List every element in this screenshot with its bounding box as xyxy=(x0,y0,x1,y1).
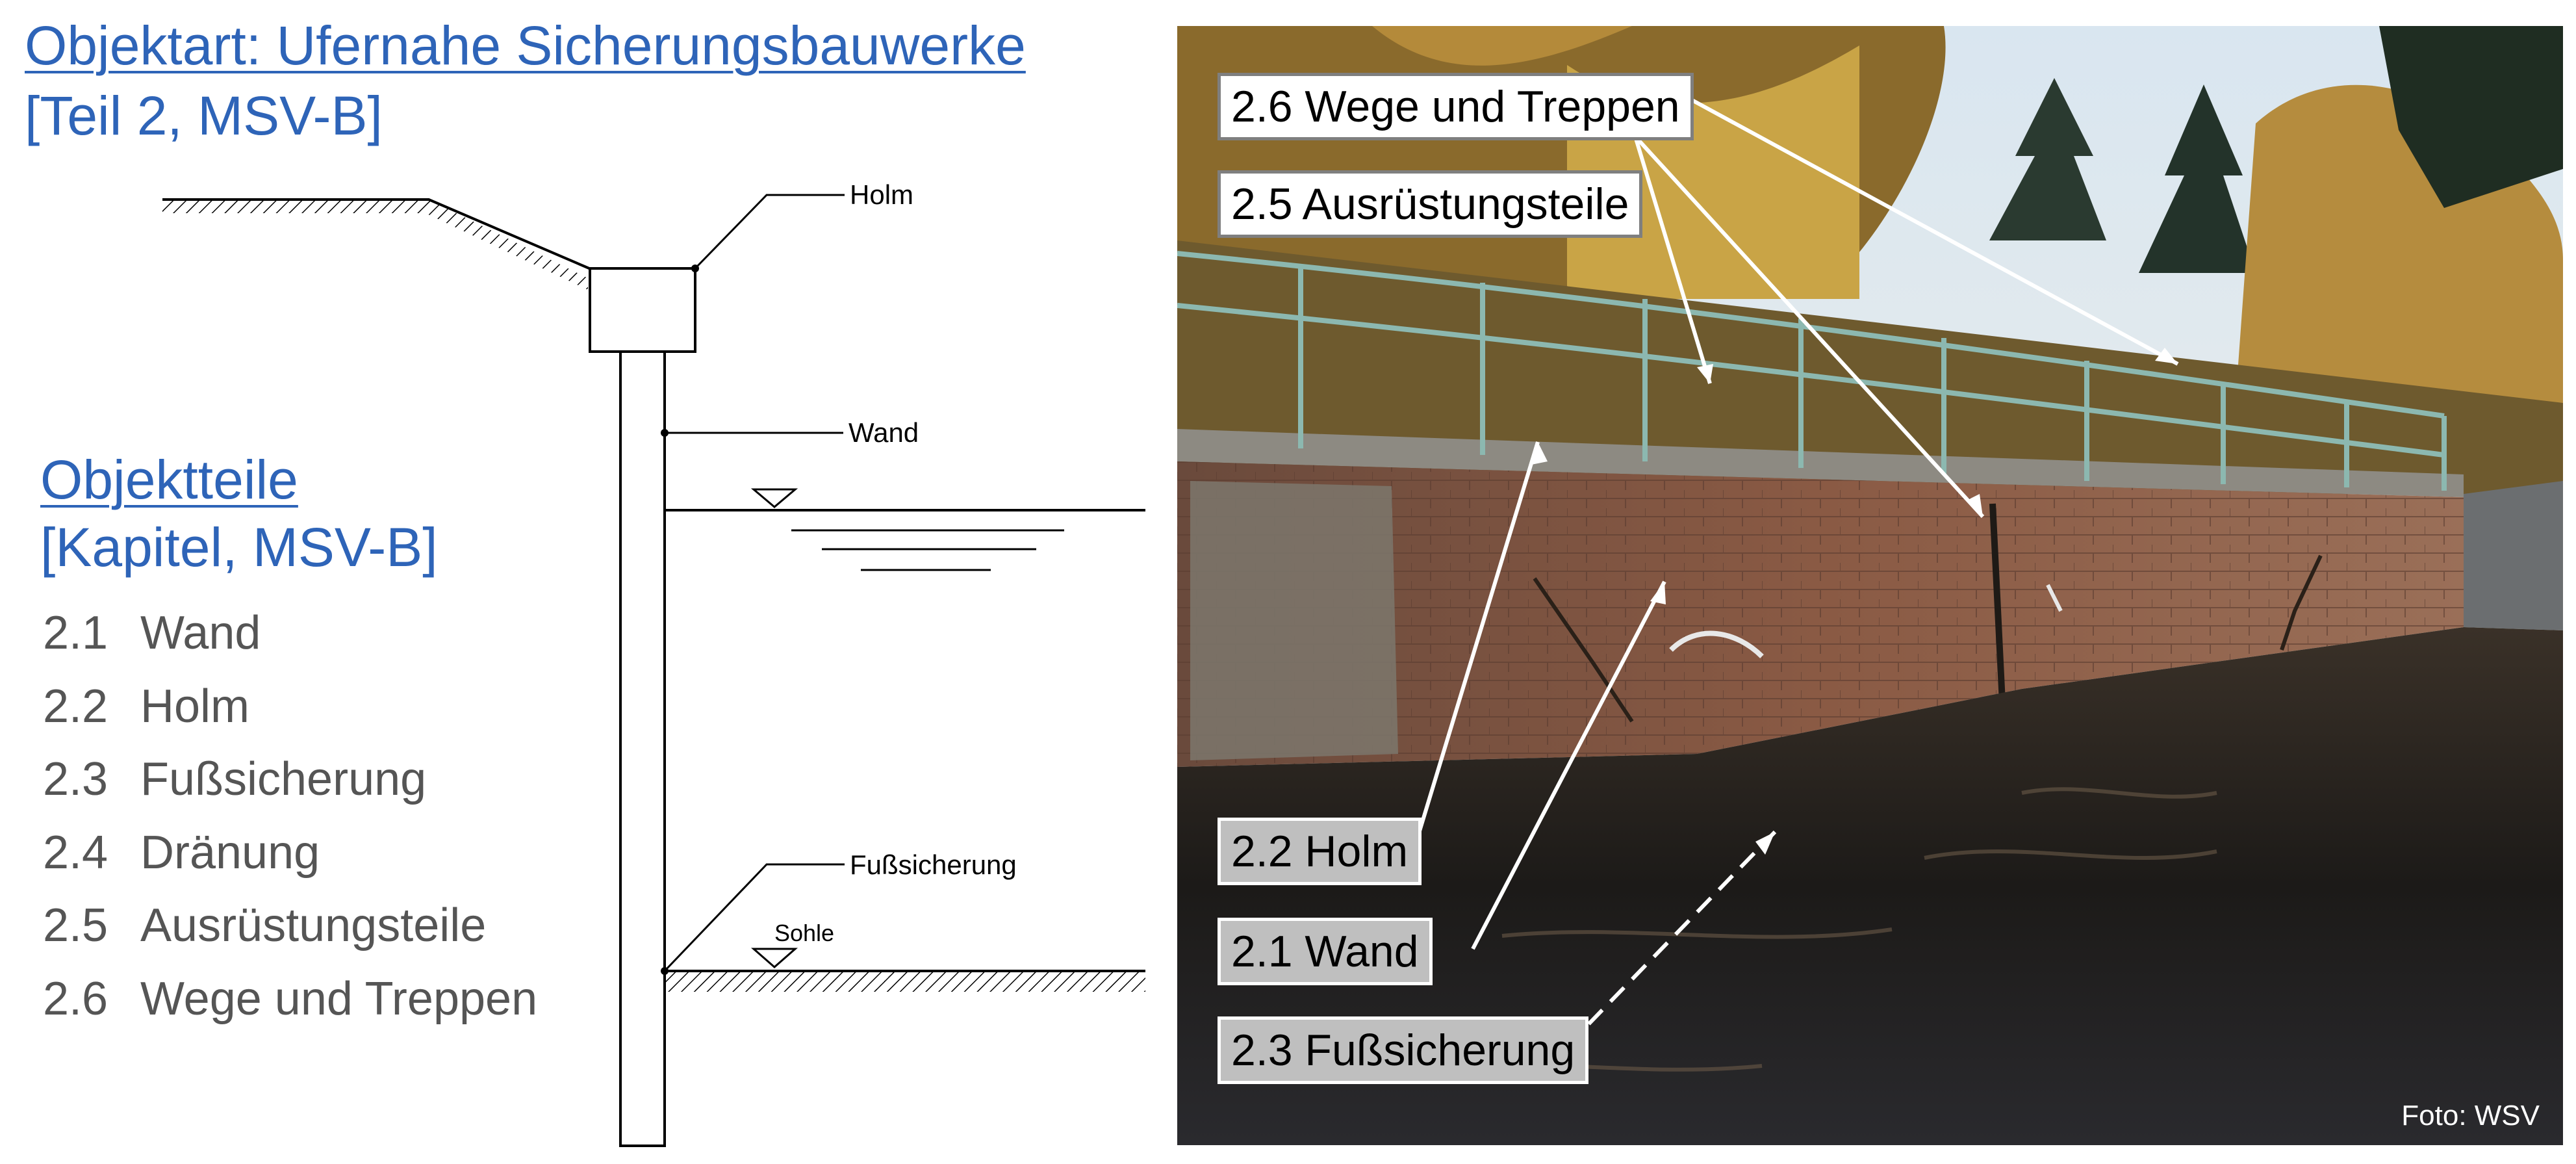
wall-capping xyxy=(1177,429,2464,497)
callout-wege-und-treppen: 2.6 Wege und Treppen xyxy=(1218,73,1694,140)
list-item: 2.5 Ausrüstungsteile xyxy=(43,889,537,963)
list-item: 2.4 Dränung xyxy=(43,816,537,890)
list-item: 2.2 Holm xyxy=(43,670,537,744)
item-number: 2.1 xyxy=(43,607,108,659)
water-surface xyxy=(1177,627,2563,1145)
parts-chapter-reference: [Kapitel, MSV-B] xyxy=(40,517,438,578)
item-number: 2.2 xyxy=(43,680,108,732)
callout-arrowheads xyxy=(1531,348,2178,855)
brick-wall xyxy=(1177,461,2563,767)
item-number: 2.4 xyxy=(43,826,108,879)
water-level xyxy=(665,488,1145,571)
callout-leaders xyxy=(1412,96,2179,1048)
list-item: 2.6 Wege und Treppen xyxy=(43,963,537,1036)
parts-list: 2.1 Wand 2.2 Holm 2.3 Fußsicherung 2.4 Dränu… xyxy=(43,597,537,1036)
leader-fusssicherung xyxy=(663,863,845,972)
item-label: Wege und Treppen xyxy=(140,972,538,1025)
leader-holm xyxy=(694,194,845,270)
river-bed xyxy=(665,948,1145,992)
photo-credit: Foto: WSV xyxy=(2401,1100,2540,1132)
item-label: Ausrüstungsteile xyxy=(140,899,487,952)
item-label: Dränung xyxy=(140,826,320,879)
railing xyxy=(1177,251,2447,491)
capping-beam xyxy=(589,267,696,353)
item-label: Holm xyxy=(140,680,250,732)
label-holm: Holm xyxy=(850,179,913,210)
item-label: Fußsicherung xyxy=(140,753,427,806)
item-label: Wand xyxy=(140,607,261,659)
item-number: 2.5 xyxy=(43,899,108,952)
ground-surface xyxy=(162,198,590,290)
object-type-reference: [Teil 2, MSV-B] xyxy=(25,85,383,146)
callout-ausruestungsteile: 2.5 Ausrüstungsteile xyxy=(1218,170,1643,238)
label-sohle: Sohle xyxy=(774,920,834,946)
cross-section-diagram: Holm Wand Fußsicherung Sohle xyxy=(162,179,1145,1147)
list-item: 2.3 Fußsicherung xyxy=(43,743,537,816)
photo: 2.6 Wege und Treppen 2.5 Ausrüstungsteil… xyxy=(1177,26,2563,1145)
callout-fusssicherung: 2.3 Fußsicherung xyxy=(1218,1016,1589,1084)
parts-heading: Objektteile xyxy=(40,449,298,510)
label-wand: Wand xyxy=(848,417,919,448)
label-fusssicherung: Fußsicherung xyxy=(850,849,1017,880)
photo-illustration xyxy=(1177,26,2563,1145)
item-number: 2.3 xyxy=(43,753,108,806)
callout-holm: 2.2 Holm xyxy=(1218,818,1422,885)
callout-wand: 2.1 Wand xyxy=(1218,918,1433,985)
object-type-title: Objektart: Ufernahe Sicherungsbauwerke xyxy=(25,15,1026,76)
list-item: 2.1 Wand xyxy=(43,597,537,670)
sheet-pile-wall xyxy=(619,350,666,1147)
item-number: 2.6 xyxy=(43,972,108,1025)
